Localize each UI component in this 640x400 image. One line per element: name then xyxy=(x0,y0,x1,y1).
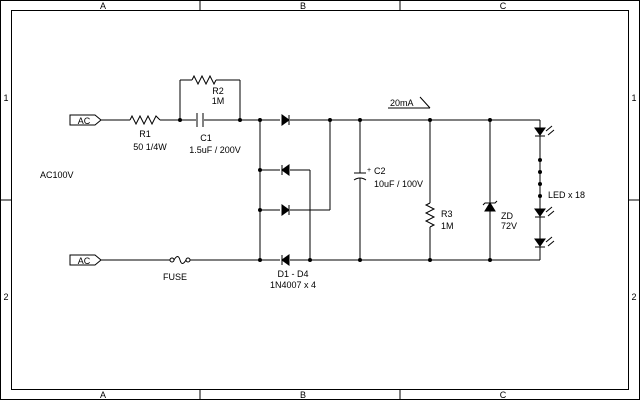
led-middle xyxy=(534,206,555,218)
current-label: 20mA xyxy=(390,98,414,108)
led-ellipsis-dot xyxy=(538,182,542,186)
ac-port-top-label: AC xyxy=(78,116,91,126)
source-label: AC100V xyxy=(40,170,74,180)
inner-frame xyxy=(11,10,629,390)
zd-ref: ZD xyxy=(501,211,513,221)
resistor-r3 xyxy=(424,120,436,260)
led-bottom xyxy=(534,236,555,248)
resistor-r2 xyxy=(191,74,217,86)
col-label-b: B xyxy=(300,1,306,11)
row-label-2: 2 xyxy=(3,292,8,302)
diode-d3 xyxy=(281,204,290,216)
diode-d1 xyxy=(281,114,290,126)
row-label-1-right: 1 xyxy=(631,93,636,103)
junction-dots xyxy=(178,118,492,262)
current-arrow xyxy=(388,96,431,109)
c1-ref: C1 xyxy=(200,133,212,143)
ac-port-top: AC xyxy=(69,114,102,126)
col-label-c-bottom: C xyxy=(500,390,507,400)
zd-value: 72V xyxy=(501,221,517,231)
diode-d2 xyxy=(281,164,290,176)
bridge-wires xyxy=(259,120,331,260)
r1-ref: R1 xyxy=(139,129,151,139)
capacitor-c2 xyxy=(353,120,367,260)
diodes-value: 1N4007 x 4 xyxy=(270,280,316,290)
row-label-1: 1 xyxy=(3,93,8,103)
led-ellipsis-dot xyxy=(538,194,542,198)
capacitor-c1 xyxy=(196,113,204,127)
c2-value: 10uF / 100V xyxy=(374,179,423,189)
r1-value: 50 1/4W xyxy=(133,142,167,152)
c2-ref: C2 xyxy=(374,166,386,176)
fuse-ref: FUSE xyxy=(163,272,187,282)
led-ellipsis-dot xyxy=(538,170,542,174)
led-ellipsis-dot xyxy=(538,158,542,162)
row-label-2-right: 2 xyxy=(631,292,636,302)
col-label-b-bottom: B xyxy=(300,390,306,400)
diodes-ref: D1 - D4 xyxy=(277,269,308,279)
r2-value: 1M xyxy=(212,96,225,106)
r3-value: 1M xyxy=(441,221,454,231)
resistor-r1 xyxy=(129,114,161,126)
led-top xyxy=(534,125,555,137)
diode-d4 xyxy=(281,254,290,266)
fuse xyxy=(169,256,191,264)
col-label-a: A xyxy=(100,1,106,11)
r3-ref: R3 xyxy=(441,209,453,219)
c1-value: 1.5uF / 200V xyxy=(189,145,241,155)
ac-port-bottom: AC xyxy=(69,254,102,266)
leds-value: LED x 18 xyxy=(548,190,585,200)
c2-polarity: + xyxy=(367,167,371,174)
zener-zd xyxy=(482,120,498,260)
col-label-c: C xyxy=(500,1,507,11)
ac-port-bottom-label: AC xyxy=(78,256,91,266)
r2-ref: R2 xyxy=(212,86,224,96)
top-rail-wires xyxy=(101,79,540,121)
col-label-a-bottom: A xyxy=(100,390,106,400)
